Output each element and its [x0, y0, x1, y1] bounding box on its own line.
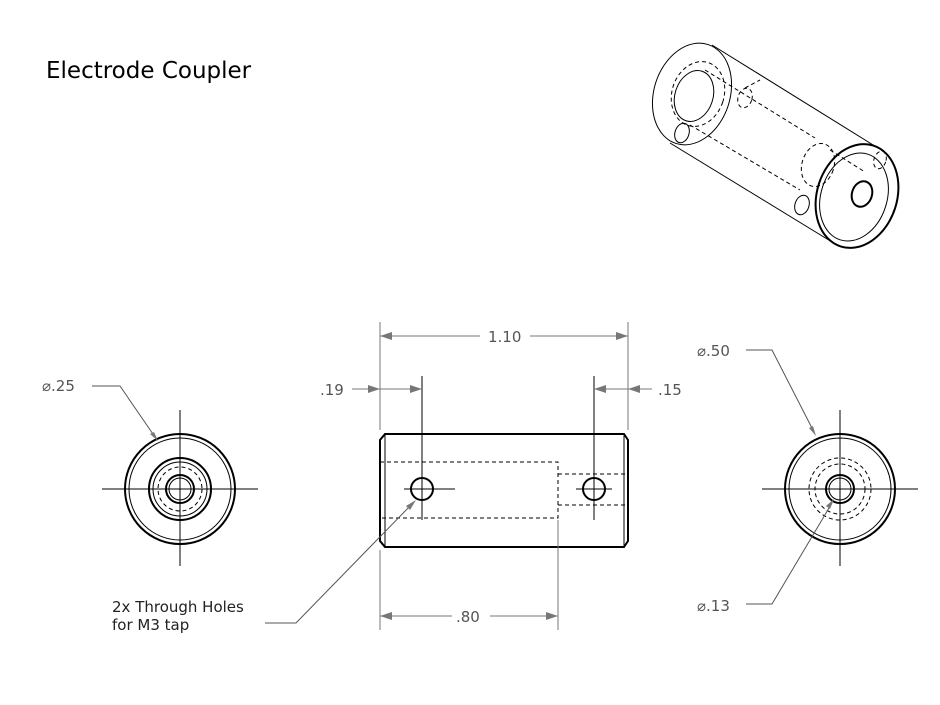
bore-depth-dimension: .80 [379, 520, 559, 630]
holes-note-line2: for M3 tap [112, 616, 189, 634]
isometric-view-icon [651, 42, 900, 249]
right-offset-dimension: .15 [594, 381, 682, 399]
overall-length-label: 1.10 [488, 328, 521, 346]
outer-diameter-label: ⌀.50 [697, 342, 730, 360]
right-offset-label: .15 [658, 381, 682, 399]
overall-length-dimension: 1.10 [379, 322, 629, 430]
front-view [379, 376, 629, 548]
outer-diameter-callout: ⌀.50 [697, 342, 816, 436]
small-hole-diameter-label: ⌀.13 [697, 597, 730, 615]
holes-note-line1: 2x Through Holes [112, 598, 244, 616]
drawing-title: Electrode Coupler [46, 58, 252, 84]
right-end-view [762, 410, 918, 566]
left-offset-dimension: .19 [320, 381, 422, 399]
bore-diameter-label: ⌀.25 [42, 377, 75, 395]
left-offset-label: .19 [320, 381, 344, 399]
left-end-view [102, 410, 258, 566]
through-holes-callout: 2x Through Holes for M3 tap [112, 500, 416, 634]
small-hole-diameter-callout: ⌀.13 [697, 499, 834, 615]
bore-diameter-callout: ⌀.25 [42, 377, 158, 441]
bore-depth-label: .80 [456, 608, 480, 626]
